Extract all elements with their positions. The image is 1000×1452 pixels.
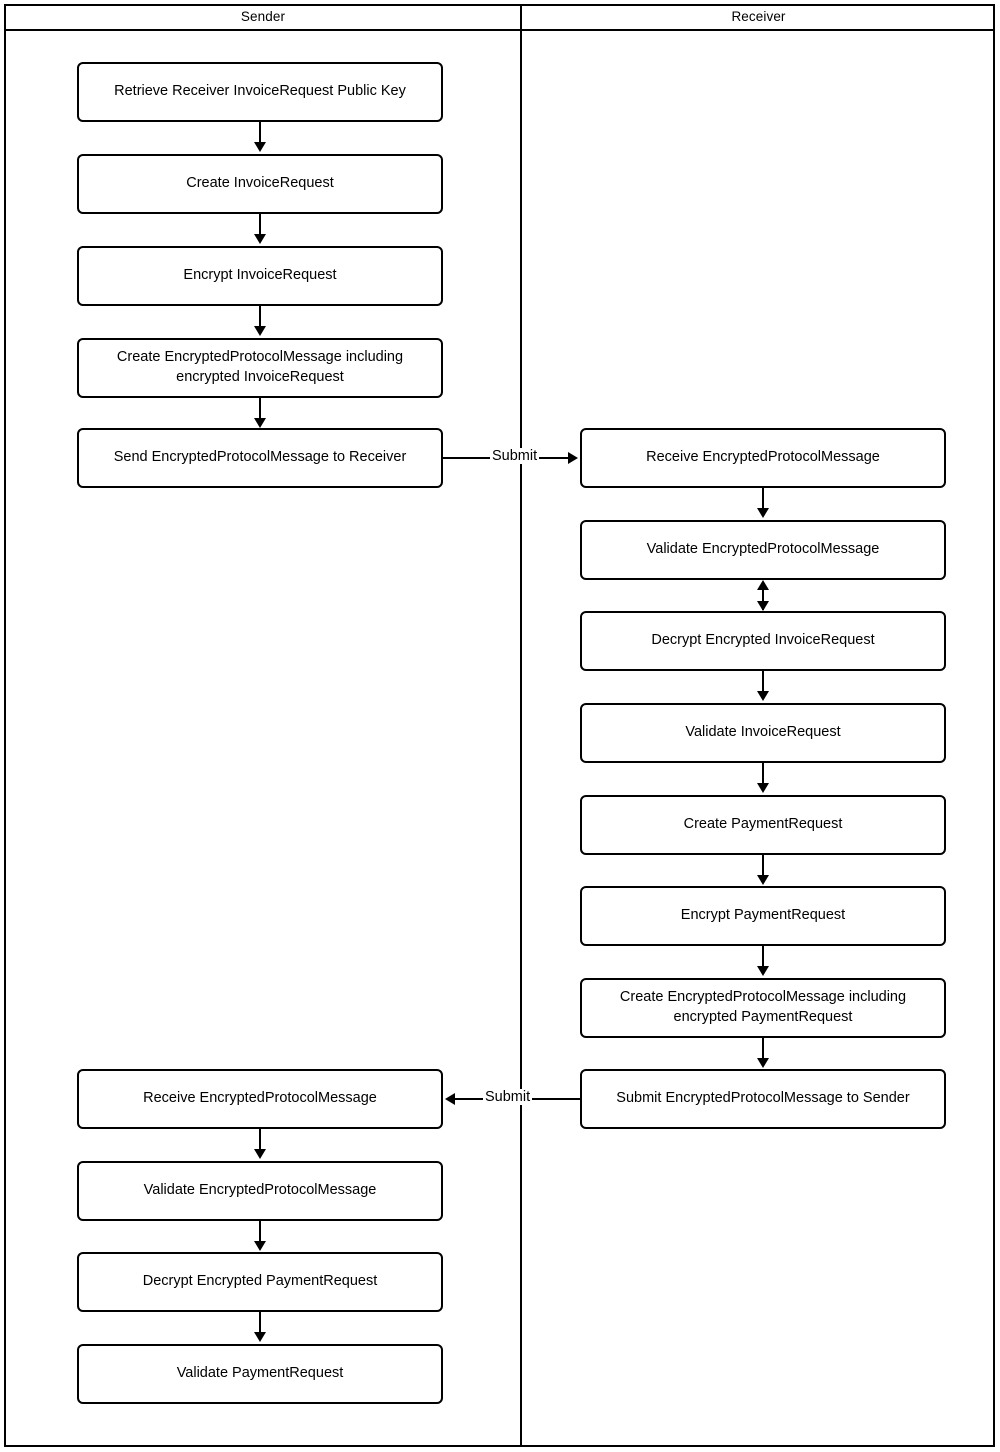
edge-r3-r4-line [762, 671, 764, 693]
edge-label-submit-to-receiver: Submit [490, 448, 540, 464]
swimlane-column-divider [520, 4, 522, 1447]
edge-s7-s8-arrowhead [254, 1241, 266, 1251]
edge-r1-r2-line [762, 488, 764, 510]
edge-r6-r7-line [762, 946, 764, 968]
edge-s1-s2-line [259, 122, 261, 144]
node-receive-epm-sender[interactable]: Receive EncryptedProtocolMessage [77, 1069, 443, 1129]
swimlane-header-divider [4, 29, 995, 31]
node-receive-epm-receiver[interactable]: Receive EncryptedProtocolMessage [580, 428, 946, 488]
lane-header-receiver: Receiver [731, 9, 786, 24]
node-encrypt-invoicerequest[interactable]: Encrypt InvoiceRequest [77, 246, 443, 306]
edge-r2-r3-arrowhead-down [757, 601, 769, 611]
node-create-epm-paymentrequest[interactable]: Create EncryptedProtocolMessage includin… [580, 978, 946, 1038]
node-create-epm-invoicerequest[interactable]: Create EncryptedProtocolMessage includin… [77, 338, 443, 398]
edge-r6-r7-arrowhead [757, 966, 769, 976]
node-encrypt-paymentrequest[interactable]: Encrypt PaymentRequest [580, 886, 946, 946]
edge-s2-s3-line [259, 214, 261, 236]
edge-r2-r3-arrowhead-up [757, 580, 769, 590]
node-validate-epm-receiver[interactable]: Validate EncryptedProtocolMessage [580, 520, 946, 580]
node-create-invoicerequest[interactable]: Create InvoiceRequest [77, 154, 443, 214]
node-submit-epm-to-sender[interactable]: Submit EncryptedProtocolMessage to Sende… [580, 1069, 946, 1129]
node-decrypt-encrypted-invoicerequest[interactable]: Decrypt Encrypted InvoiceRequest [580, 611, 946, 671]
edge-s8-s9-line [259, 1312, 261, 1334]
edge-s5-r1-arrowhead [568, 452, 578, 464]
edge-s4-s5-arrowhead [254, 418, 266, 428]
node-validate-paymentrequest[interactable]: Validate PaymentRequest [77, 1344, 443, 1404]
edge-r5-r6-line [762, 855, 764, 877]
edge-r7-r8-arrowhead [757, 1058, 769, 1068]
edge-s1-s2-arrowhead [254, 142, 266, 152]
lane-header-sender: Sender [240, 9, 286, 24]
node-decrypt-encrypted-paymentrequest[interactable]: Decrypt Encrypted PaymentRequest [77, 1252, 443, 1312]
node-retrieve-receiver-public-key[interactable]: Retrieve Receiver InvoiceRequest Public … [77, 62, 443, 122]
edge-label-submit-to-sender: Submit [483, 1089, 533, 1105]
edge-s8-s9-arrowhead [254, 1332, 266, 1342]
edge-r1-r2-arrowhead [757, 508, 769, 518]
edge-s6-s7-arrowhead [254, 1149, 266, 1159]
edge-s7-s8-line [259, 1221, 261, 1243]
node-validate-invoicerequest[interactable]: Validate InvoiceRequest [580, 703, 946, 763]
edge-r5-r6-arrowhead [757, 875, 769, 885]
swimlane-frame [4, 4, 995, 1447]
edge-s6-s7-line [259, 1129, 261, 1151]
edge-r4-r5-line [762, 763, 764, 785]
edge-s3-s4-arrowhead [254, 326, 266, 336]
edge-r4-r5-arrowhead [757, 783, 769, 793]
node-send-epm-to-receiver[interactable]: Send EncryptedProtocolMessage to Receive… [77, 428, 443, 488]
edge-r8-s6-arrowhead [445, 1093, 455, 1105]
edge-s2-s3-arrowhead [254, 234, 266, 244]
edge-s4-s5-line [259, 398, 261, 420]
edge-r2-r3-line [762, 582, 764, 610]
node-create-paymentrequest[interactable]: Create PaymentRequest [580, 795, 946, 855]
edge-r7-r8-line [762, 1038, 764, 1060]
edge-r3-r4-arrowhead [757, 691, 769, 701]
edge-s3-s4-line [259, 306, 261, 328]
node-validate-epm-sender[interactable]: Validate EncryptedProtocolMessage [77, 1161, 443, 1221]
